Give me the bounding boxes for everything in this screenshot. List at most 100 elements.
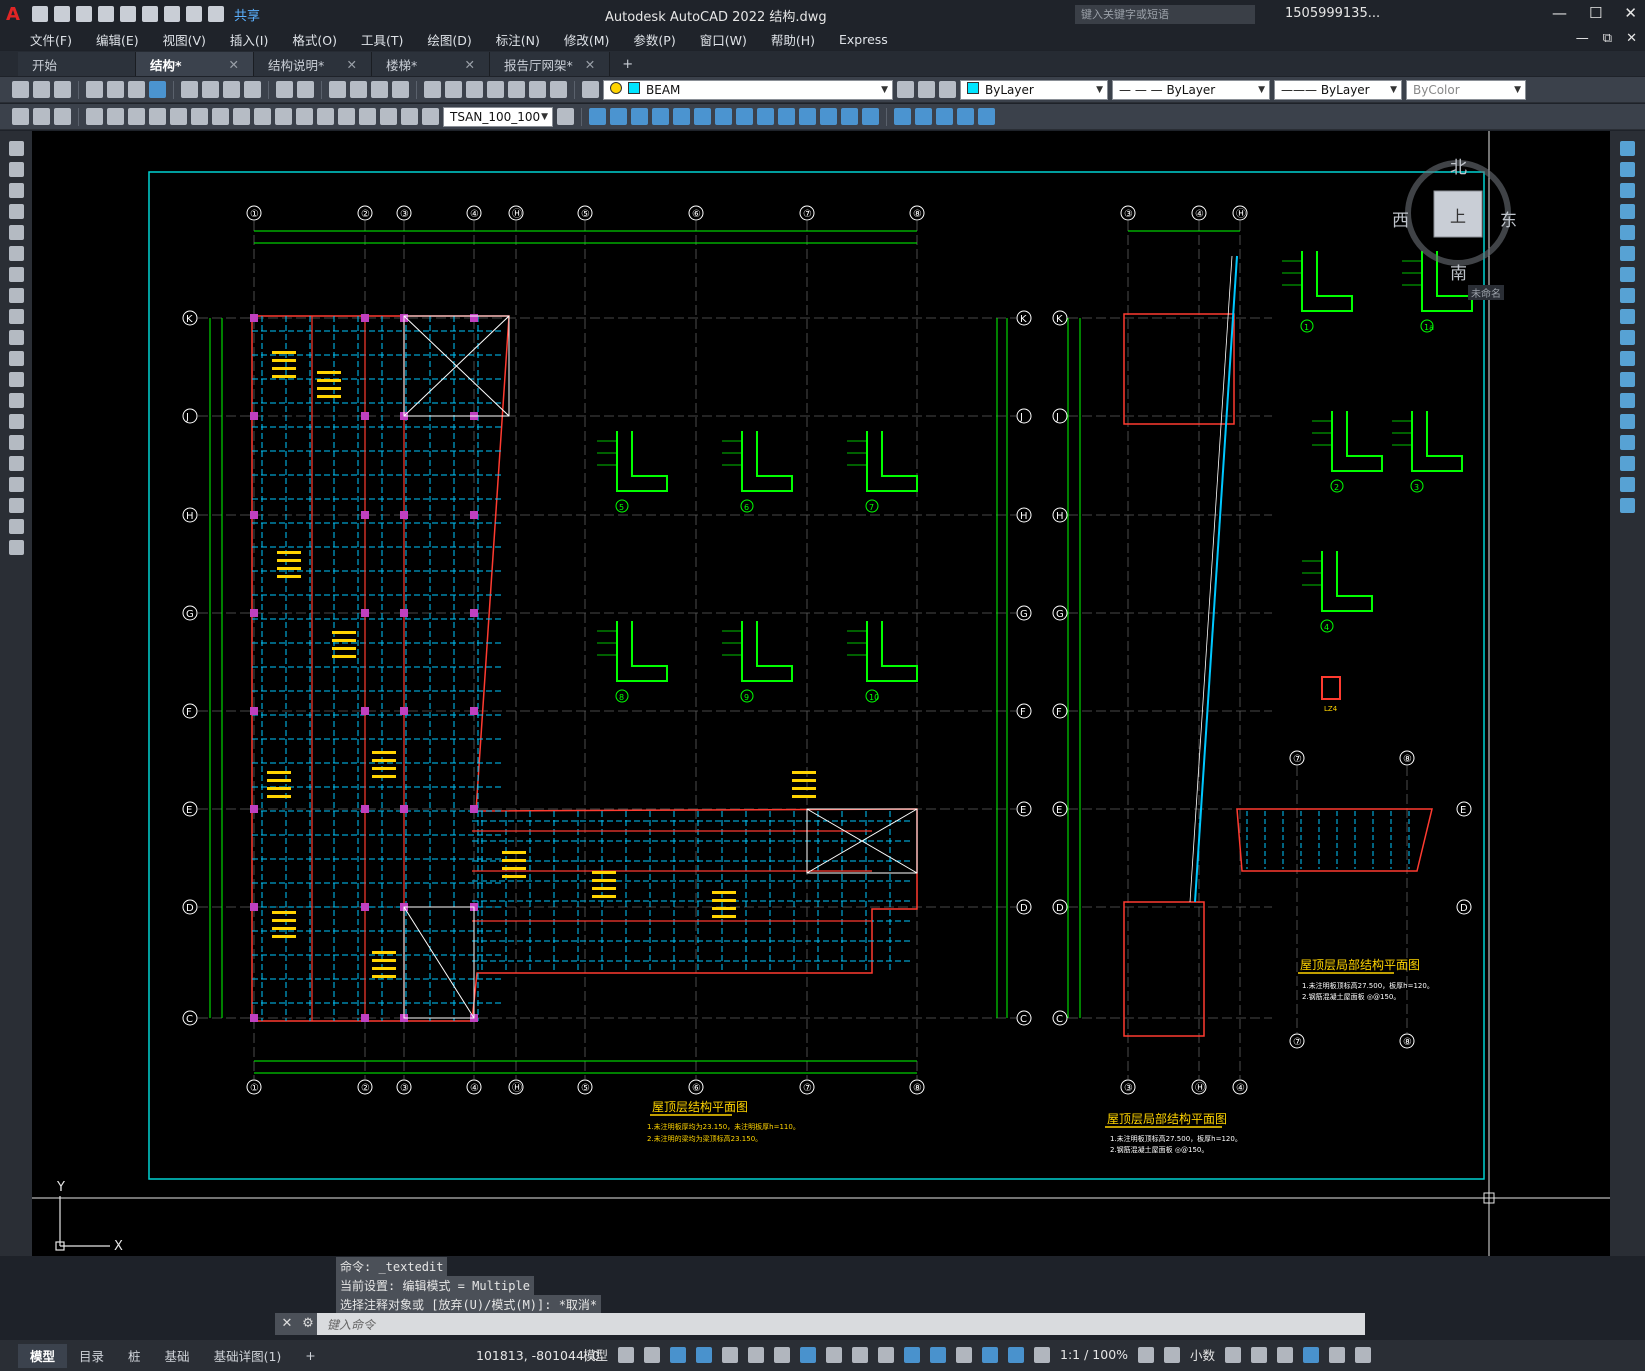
mirror-icon[interactable] (1620, 183, 1635, 198)
selection-cycling-icon[interactable] (878, 1346, 895, 1363)
lights-icon[interactable] (957, 108, 974, 125)
pan-icon[interactable] (329, 81, 346, 98)
fillet-icon[interactable] (1620, 456, 1635, 471)
share-button[interactable]: 共享 (234, 8, 261, 24)
menu-express[interactable]: Express (838, 31, 888, 47)
save-web-icon[interactable] (142, 6, 158, 22)
copy-icon[interactable] (202, 81, 219, 98)
move-icon[interactable] (1620, 246, 1635, 261)
aligned-dim-icon[interactable] (33, 108, 50, 125)
3d-move-icon[interactable] (778, 108, 795, 125)
3d-osnap-icon[interactable] (904, 1346, 921, 1363)
save-icon[interactable] (76, 6, 92, 22)
point-icon[interactable] (8, 414, 24, 429)
quick-dim-icon[interactable] (191, 108, 208, 125)
lock-ui-icon[interactable] (1251, 1346, 1268, 1363)
hatch-icon[interactable] (8, 435, 24, 450)
coordinates-readout[interactable]: 101813, -801044, 0 (476, 1348, 600, 1363)
break-icon[interactable] (1620, 393, 1635, 408)
materials-icon[interactable] (936, 108, 953, 125)
revolve-icon[interactable] (652, 108, 669, 125)
center-mark-icon[interactable] (317, 108, 334, 125)
dim-update-icon[interactable] (422, 108, 439, 125)
polyline-icon[interactable] (8, 183, 24, 198)
layer-dropdown[interactable]: BEAM ▼ (603, 79, 893, 100)
undo-icon[interactable] (186, 6, 202, 22)
ordinate-dim-icon[interactable] (86, 108, 103, 125)
arc-length-icon[interactable] (54, 108, 71, 125)
jogged-linear-icon[interactable] (359, 108, 376, 125)
layout-tab-pile[interactable]: 桩 (128, 1349, 141, 1364)
close-icon[interactable]: ✕ (464, 56, 475, 72)
dim-edit-icon[interactable] (380, 108, 397, 125)
settings-icon[interactable]: ⚙ (299, 1313, 317, 1335)
revision-cloud-icon[interactable] (8, 288, 24, 303)
ellipse-icon[interactable] (8, 330, 24, 345)
construction-line-icon[interactable] (8, 162, 24, 177)
design-center-icon[interactable] (445, 81, 462, 98)
zoom-realtime-icon[interactable] (350, 81, 367, 98)
menu-insert[interactable]: 插入(I) (229, 32, 269, 48)
sheet-set-icon[interactable] (487, 81, 504, 98)
new-icon[interactable] (32, 6, 48, 22)
stretch-icon[interactable] (1620, 309, 1635, 324)
menu-file[interactable]: 文件(F) (30, 32, 72, 48)
gizmo-icon[interactable] (982, 1346, 999, 1363)
wcs-menu[interactable]: 未命名 (1468, 285, 1504, 300)
maximize-button[interactable]: ☐ (1588, 4, 1603, 22)
diameter-dim-icon[interactable] (149, 108, 166, 125)
tab-structure[interactable]: 结构*✕ (136, 52, 254, 76)
layout-tab-foundation-detail[interactable]: 基础详图(1) (213, 1349, 282, 1364)
mtext-icon[interactable] (8, 519, 24, 534)
layout-tab-catalog[interactable]: 目录 (79, 1349, 105, 1364)
dim-text-edit-icon[interactable] (401, 108, 418, 125)
menu-draw[interactable]: 绘图(D) (427, 32, 472, 48)
offset-icon[interactable] (1620, 204, 1635, 219)
linear-dim-icon[interactable] (12, 108, 29, 125)
add-selected-icon[interactable] (8, 540, 24, 555)
blend-icon[interactable] (1620, 477, 1635, 492)
search-input[interactable]: 键入关键字或短语 (1075, 5, 1255, 24)
tab-start[interactable]: 开始 (18, 52, 136, 76)
linetype-dropdown[interactable]: — — — ByLayer ▼ (1112, 79, 1270, 100)
camera-icon[interactable] (978, 108, 995, 125)
color-dropdown[interactable]: ByLayer ▼ (960, 79, 1108, 100)
quick-properties-icon[interactable] (1225, 1346, 1242, 1363)
radius-dim-icon[interactable] (107, 108, 124, 125)
annotation-scale[interactable]: 1:1 / 100% (1060, 1347, 1129, 1362)
render-icon[interactable] (915, 108, 932, 125)
erase-icon[interactable] (1620, 141, 1635, 156)
lineweight-icon[interactable] (826, 1346, 843, 1363)
region-icon[interactable] (8, 477, 24, 492)
tab-hall-truss[interactable]: 报告厅网架*✕ (490, 52, 611, 76)
array-icon[interactable] (1620, 225, 1635, 240)
annotation-visibility-icon[interactable] (1008, 1346, 1025, 1363)
doc-minimize-button[interactable]: — (1575, 31, 1589, 46)
text-style-dropdown[interactable]: TSAN_100_100 ▼ (443, 106, 553, 127)
object-snap-icon[interactable] (800, 1346, 817, 1363)
rectangle-icon[interactable] (8, 225, 24, 240)
doc-restore-button[interactable]: ⧉ (1602, 31, 1613, 46)
dim-style-icon[interactable] (557, 108, 574, 125)
angular-dim-icon[interactable] (170, 108, 187, 125)
menu-tools[interactable]: 工具(T) (360, 32, 404, 48)
table-icon[interactable] (8, 498, 24, 513)
viewcube[interactable]: 北 南 东 西 上 未命名 (1392, 151, 1518, 300)
markup-icon[interactable] (508, 81, 525, 98)
arc-icon[interactable] (8, 246, 24, 261)
slice-icon[interactable] (736, 108, 753, 125)
menu-modify[interactable]: 修改(M) (563, 32, 610, 48)
continue-dim-icon[interactable] (233, 108, 250, 125)
viewcube-south[interactable]: 南 (1450, 264, 1467, 284)
isodraft-icon[interactable] (748, 1346, 765, 1363)
intersect-icon[interactable] (715, 108, 732, 125)
insert-block-icon[interactable] (8, 372, 24, 387)
tool-palettes-icon[interactable] (466, 81, 483, 98)
zoom-previous-icon[interactable] (392, 81, 409, 98)
customization-icon[interactable] (1355, 1346, 1372, 1363)
chamfer-icon[interactable] (1620, 435, 1635, 450)
lineweight-dropdown[interactable]: ——— ByLayer ▼ (1274, 79, 1402, 100)
units-dropdown[interactable]: 小数 (1190, 1348, 1216, 1363)
dim-break-icon[interactable] (275, 108, 292, 125)
isolate-objects-icon[interactable] (1277, 1346, 1294, 1363)
